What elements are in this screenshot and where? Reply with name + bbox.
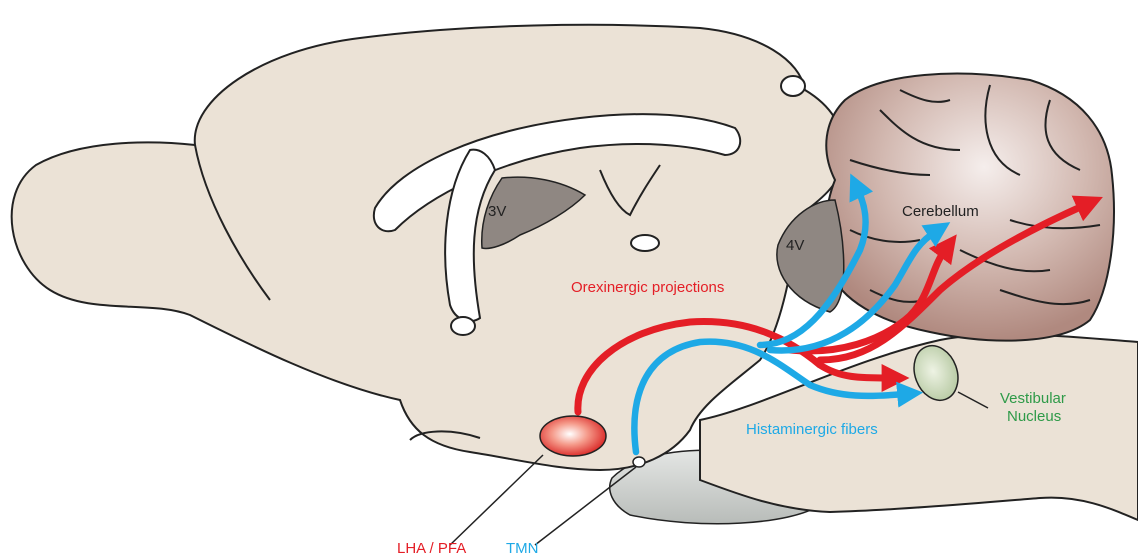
pineal-oval <box>781 76 805 96</box>
label-tmn: TMN <box>506 540 539 557</box>
label-orexinergic: Orexinergic projections <box>571 279 724 296</box>
label-cerebellum: Cerebellum <box>902 203 979 220</box>
label-vestibular-2: Nucleus <box>1007 408 1061 425</box>
label-3v: 3V <box>488 203 506 220</box>
label-4v: 4V <box>786 237 804 254</box>
label-vestibular-1: Vestibular <box>1000 390 1066 407</box>
label-lha-pfa: LHA / PFA <box>397 540 466 557</box>
tmn-nucleus <box>633 457 645 467</box>
anterior-commissure <box>451 317 475 335</box>
mammillary-oval <box>631 235 659 251</box>
label-histaminergic: Histaminergic fibers <box>746 421 878 438</box>
lha-leader-line <box>450 455 543 545</box>
lha-pfa-nucleus <box>540 416 606 456</box>
cerebrum <box>12 25 845 470</box>
